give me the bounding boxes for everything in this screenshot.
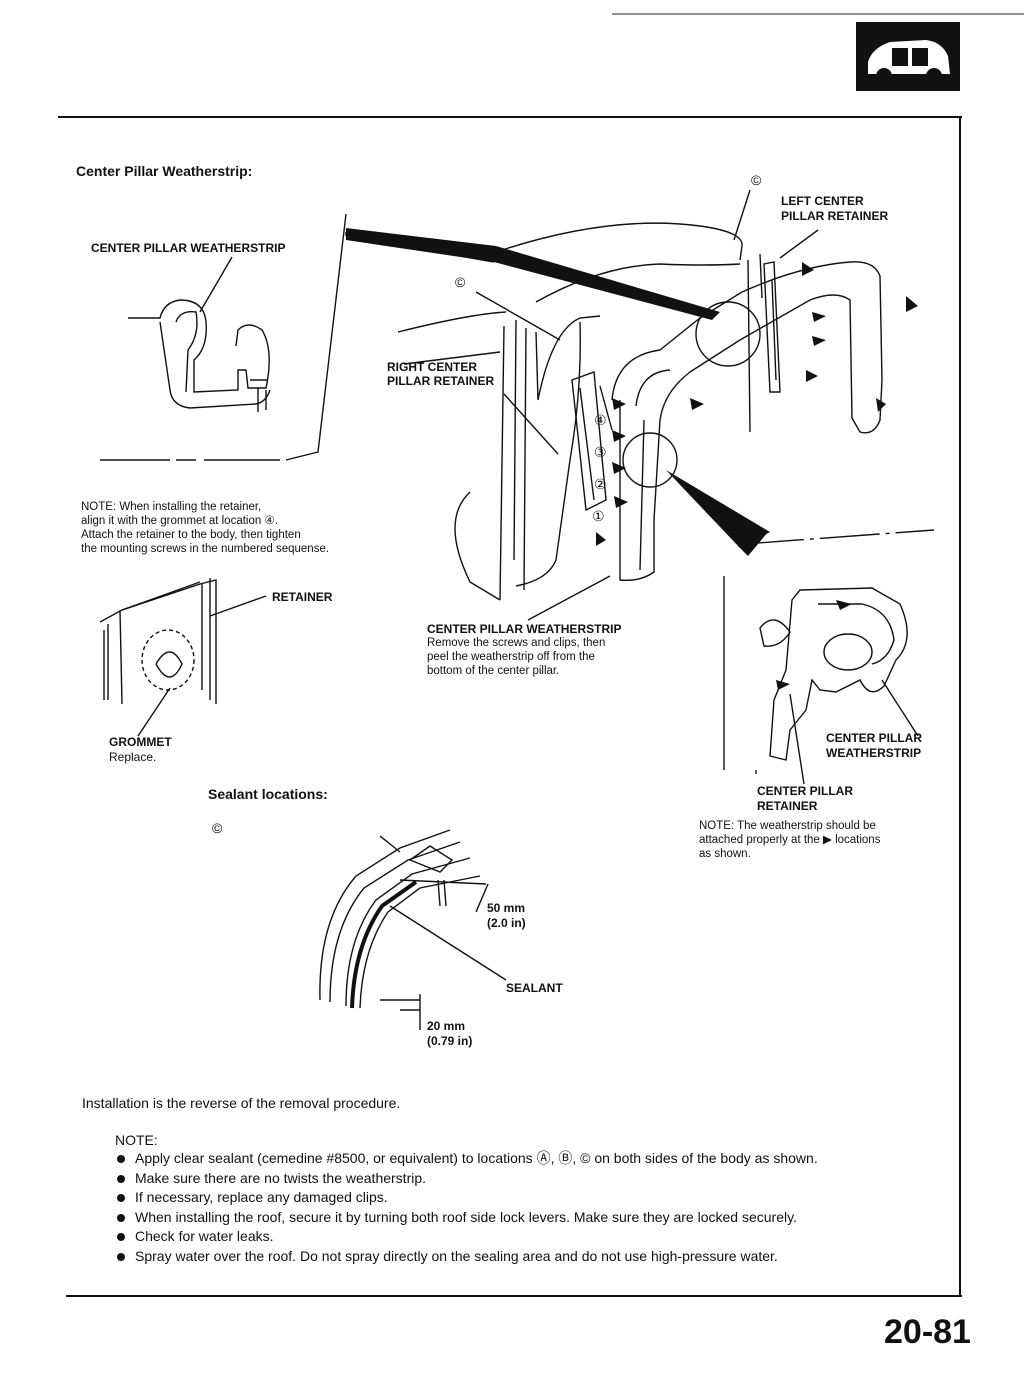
note-weatherstrip: NOTE: The weatherstrip should be attache… bbox=[699, 819, 880, 861]
note-retainer-line: NOTE: When installing the retainer, bbox=[81, 501, 262, 513]
section-title: Center Pillar Weatherstrip: bbox=[76, 163, 253, 179]
label-grommet-sub: Replace. bbox=[109, 750, 157, 764]
install-text: Installation is the reverse of the remov… bbox=[82, 1095, 401, 1111]
seq-1: ① bbox=[592, 508, 605, 524]
note-item: Make sure there are no twists the weathe… bbox=[115, 1169, 818, 1189]
retainer-grommet-drawing bbox=[99, 578, 267, 737]
label-left-center-1: LEFT CENTER bbox=[781, 194, 864, 208]
dim-50-mm: 50 mm bbox=[487, 901, 526, 915]
dim-20-in: (0.79 in) bbox=[427, 1034, 473, 1048]
note-retainer-line: the mounting screws in the numbered sequ… bbox=[81, 543, 330, 555]
cpw-line: bottom of the center pillar. bbox=[427, 665, 560, 677]
note-retainer-line: align it with the grommet at location ④. bbox=[81, 515, 278, 527]
label-center-pillar-weatherstrip: CENTER PILLAR WEATHERSTRIP bbox=[91, 241, 286, 255]
note-retainer: NOTE: When installing the retainer, alig… bbox=[81, 500, 329, 556]
note-retainer-line: Attach the retainer to the body, then ti… bbox=[81, 529, 301, 541]
label-sealant: SEALANT bbox=[506, 981, 563, 995]
sealant-locations-title: Sealant locations: bbox=[208, 786, 328, 802]
notes-list: Apply clear sealant (cemedine #8500, or … bbox=[115, 1149, 818, 1267]
cpw-description: CENTER PILLAR WEATHERSTRIP Remove the sc… bbox=[427, 622, 621, 678]
cpw-line: Remove the screws and clips, then bbox=[427, 637, 606, 649]
detail-cpw-2: WEATHERSTRIP bbox=[826, 746, 922, 760]
note-item: When installing the roof, secure it by t… bbox=[115, 1208, 818, 1228]
label-right-center-1: RIGHT CENTER bbox=[387, 360, 477, 374]
weatherstrip-section-drawing bbox=[100, 213, 347, 461]
detail-cpr-1: CENTER PILLAR bbox=[757, 784, 853, 798]
note-weatherstrip-line: attached properly at the ▶ locations bbox=[699, 834, 881, 846]
sealant-drawing bbox=[319, 829, 507, 1030]
label-left-center-2: PILLAR RETAINER bbox=[781, 209, 889, 223]
callout-c-mid: © bbox=[455, 274, 466, 290]
cpw-line: peel the weatherstrip off from the bbox=[427, 651, 595, 663]
page-number: 20-81 bbox=[884, 1313, 971, 1351]
weatherstrip-detail-drawing bbox=[755, 587, 919, 785]
dim-50-in: (2.0 in) bbox=[487, 916, 526, 930]
seq-2: ② bbox=[594, 476, 607, 492]
label-grommet: GROMMET bbox=[109, 735, 172, 749]
callout-c-top: © bbox=[751, 172, 762, 188]
center-pillar-body-drawing bbox=[345, 189, 935, 770]
seq-3: ③ bbox=[594, 444, 607, 460]
seq-4: ④ bbox=[594, 412, 607, 428]
car-body-icon bbox=[856, 22, 960, 91]
notes-heading: NOTE: bbox=[115, 1132, 158, 1148]
note-item: Check for water leaks. bbox=[115, 1227, 818, 1247]
note-item: If necessary, replace any damaged clips. bbox=[115, 1188, 818, 1208]
note-item: Apply clear sealant (cemedine #8500, or … bbox=[115, 1149, 818, 1169]
label-right-center-2: PILLAR RETAINER bbox=[387, 374, 495, 388]
note-weatherstrip-line: NOTE: The weatherstrip should be bbox=[699, 820, 876, 832]
dim-20-mm: 20 mm bbox=[427, 1019, 466, 1033]
note-item: Spray water over the roof. Do not spray … bbox=[115, 1247, 818, 1267]
detail-cpr-2: RETAINER bbox=[757, 799, 818, 813]
label-retainer: RETAINER bbox=[272, 590, 333, 604]
cpw-title: CENTER PILLAR WEATHERSTRIP bbox=[427, 622, 622, 636]
note-weatherstrip-line: as shown. bbox=[699, 848, 751, 860]
detail-cpw-1: CENTER PILLAR bbox=[826, 731, 922, 745]
callout-c-sealant: © bbox=[212, 820, 223, 836]
